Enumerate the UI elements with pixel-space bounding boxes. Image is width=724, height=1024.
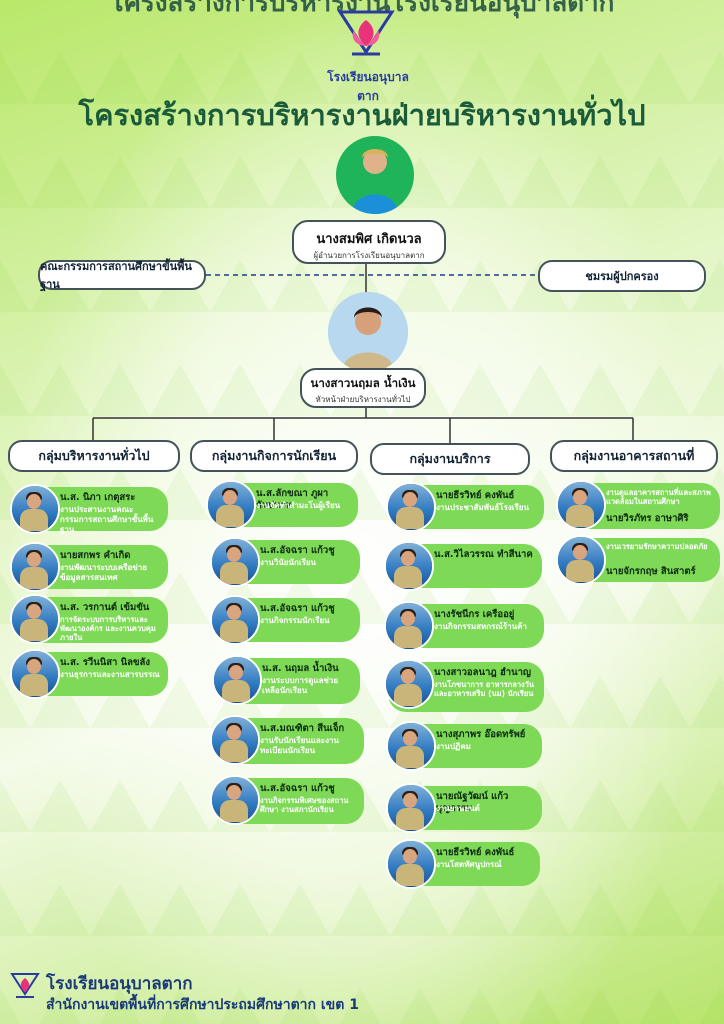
director-position: ผู้อำนวยการโรงเรียนอนุบาลตาก	[313, 251, 425, 260]
member-duty: งานวินัยนักเรียน	[260, 558, 317, 567]
member-duty: งานกิจกรรมพิเศษของสถานศึกษา งานสภานักเรี…	[260, 796, 349, 814]
group-services: กลุ่มงานบริการ	[370, 443, 530, 475]
member-name: นายวิรภัทร อาษาศิริ	[606, 513, 689, 524]
member-photo	[212, 655, 262, 705]
member-photo	[210, 775, 260, 825]
member-card: น.ส.วิไลวรรณ ทำสีนาค	[384, 541, 542, 591]
member-card: นายธีรวิทย์ คงพันธ์ งานโสตทัศนูปกรณ์	[386, 839, 540, 889]
member-name: น.ส. นิภา เกตุสระ	[60, 492, 136, 503]
member-photo	[386, 482, 436, 532]
member-name: น.ส.มณฑิตา สีนเจ็ก	[260, 723, 345, 734]
director-box: นางสมพิศ เกิดนวล ผู้อำนวยการโรงเรียนอนุบ…	[292, 220, 446, 264]
member-photo	[386, 839, 436, 889]
head-box: นางสาวนฤมล น้ำเงิน หัวหน้าฝ่ายบริหารงานท…	[300, 368, 426, 408]
school-logo-icon	[337, 10, 395, 56]
member-name: น.ส.ลักขณา ภูผากัมปนาท	[256, 488, 329, 511]
member-duty: งานจัดทำสำมะโนผู้เรียน	[256, 501, 341, 510]
member-name: นายธีรวิทย์ คงพันธ์	[436, 490, 515, 501]
group-student-affairs: กลุ่มงานกิจการนักเรียน	[190, 440, 358, 472]
member-name: นายณัฐวัฒน์ แก้วบุญธรรม	[436, 791, 509, 814]
footer-logo-icon	[10, 973, 40, 998]
member-duty: งานกิจกรรมนักเรียน	[260, 616, 330, 625]
member-duty: งานประชาสัมพันธ์โรงเรียน	[436, 503, 529, 512]
member-duty: งานโสตทัศนูปกรณ์	[436, 860, 502, 869]
member-card: น.ส.อัจฉรา แก้วชู งานวินัยนักเรียน	[210, 537, 360, 587]
member-photo	[556, 480, 606, 530]
committee-right: ชมรมผู้ปกครอง	[538, 260, 706, 292]
member-duty: งานรับนักเรียนและงานทะเบียนนักเรียน	[260, 736, 339, 755]
footer-office-name: สำนักงานเขตพื้นที่การศึกษาประถมศึกษาตาก …	[46, 997, 359, 1013]
member-card: นางรัชนีกร เครืออยู่ งานกิจกรรมสหกรณ์ร้า…	[384, 601, 544, 651]
member-photo	[210, 537, 260, 587]
logo-text: โรงเรียนอนุบาลตาก	[327, 70, 409, 103]
member-card: น.ส. นิภา เกตุสระ งานประสานงานคณะกรรมการ…	[10, 484, 168, 534]
member-card: น.ส. วรกานต์ เข้มขัน การจัดระบบการบริหาร…	[10, 594, 168, 644]
member-duty: งานเวรยามรักษาความปลอดภัย	[606, 542, 708, 551]
member-card: นายณัฐวัฒน์ แก้วบุญธรรม งานยานยนต์	[386, 783, 542, 833]
member-duty: การจัดระบบการบริหารและพัฒนาองค์กร และงาน…	[60, 615, 156, 642]
member-name: น.ส. วรกานต์ เข้มขัน	[60, 602, 150, 613]
group-buildings: กลุ่มงานอาคารสถานที่	[550, 440, 718, 472]
member-card: น.ส.อัจฉรา แก้วชู งานกิจกรรมนักเรียน	[210, 595, 360, 645]
head-name: นางสาวนฤมล น้ำเงิน	[310, 376, 416, 390]
member-card: น.ส.ลักขณา ภูผากัมปนาท งานจัดทำสำมะโนผู้…	[206, 480, 358, 530]
member-photo	[384, 659, 434, 709]
member-card: น.ส. รวีนนิสา นิลขลัง งานธุรการและงานสาร…	[10, 649, 168, 699]
member-photo	[210, 595, 260, 645]
member-photo	[10, 484, 60, 534]
committee-left: คณะกรรมการสถานศึกษาขั้นพื้นฐาน	[38, 260, 206, 291]
member-name: น.ส. รวีนนิสา นิลขลัง	[60, 657, 150, 668]
member-card: นายสกพร คำเกิด งานพัฒนาระบบเครือข่ายข้อม…	[10, 542, 168, 592]
group-general-admin: กลุ่มบริหารงานทั่วไป	[8, 440, 180, 472]
member-name: น.ส. นฤมล น้ำเงิน	[262, 663, 339, 674]
member-duty: งานโภชนาการ อาหารกลางวัน และอาหารเสริม (…	[434, 680, 535, 698]
member-name: นายจักรกฤษ สินสาตร์	[606, 566, 696, 577]
member-card: น.ส.อัจฉรา แก้วชู งานกิจกรรมพิเศษของสถาน…	[210, 775, 364, 825]
member-name: นายสกพร คำเกิด	[60, 550, 131, 561]
member-photo	[206, 480, 256, 530]
member-duty: งานปฏิคม	[436, 742, 471, 751]
member-name: น.ส.วิไลวรรณ ทำสีนาค	[434, 549, 533, 560]
member-card: นายธีรวิทย์ คงพันธ์ งานประชาสัมพันธ์โรงเ…	[386, 482, 544, 532]
member-name: น.ส.อัจฉรา แก้วชู	[260, 603, 335, 614]
member-duty: งานประสานงานคณะกรรมการสถานศึกษาขั้นพื้นฐ…	[60, 505, 154, 534]
member-duty: งานกิจกรรมสหกรณ์ร้านค้า	[434, 622, 527, 631]
head-photo	[328, 292, 408, 372]
member-duty: งานดูแลอาคารสถานที่และสภาพแวดล้อมในสถานศ…	[606, 488, 711, 506]
director-photo	[336, 136, 414, 214]
member-name: น.ส.อัจฉรา แก้วชู	[260, 783, 335, 794]
member-photo	[386, 783, 436, 833]
member-photo	[10, 594, 60, 644]
head-position: หัวหน้าฝ่ายบริหารงานทั่วไป	[315, 395, 411, 404]
member-photo	[10, 649, 60, 699]
member-name: น.ส.อัจฉรา แก้วชู	[260, 545, 335, 556]
member-photo	[384, 601, 434, 651]
top-title: โครงสร้างการบริหารงานโรงเรียนอนุบาลตาก	[109, 0, 615, 18]
member-duty: งานธุรการและงานสารบรรณ	[60, 670, 160, 679]
member-name: นางสาวอลนาฎ ฮำนาญ	[434, 667, 532, 678]
member-duty: งานพัฒนาระบบเครือข่ายข้อมูลสารสนเทศ	[60, 563, 147, 582]
member-name: นางรัชนีกร เครืออยู่	[434, 609, 515, 620]
member-card: นางสาวอลนาฎ ฮำนาญ งานโภชนาการ อาหารกลางว…	[384, 659, 544, 712]
member-name: นายธีรวิทย์ คงพันธ์	[436, 847, 515, 858]
member-card: นางสุภาพร อ๊อดทรัพย์ งานปฏิคม	[386, 721, 542, 771]
member-card: น.ส. นฤมล น้ำเงิน งานระบบการดูแลช่วยเหลื…	[212, 655, 360, 705]
member-card: งานเวรยามรักษาความปลอดภัย นายจักรกฤษ สิน…	[556, 535, 720, 585]
member-photo	[210, 715, 260, 765]
member-duty: งานยานยนต์	[436, 804, 480, 813]
footer-school-name: โรงเรียนอนุบาลตาก	[46, 974, 193, 994]
member-card: น.ส.มณฑิตา สีนเจ็ก งานรับนักเรียนและงานท…	[210, 715, 364, 765]
member-name: นางสุภาพร อ๊อดทรัพย์	[436, 729, 526, 740]
member-duty: งานระบบการดูแลช่วยเหลือนักเรียน	[262, 676, 339, 695]
member-photo	[386, 721, 436, 771]
person-icon	[328, 292, 408, 372]
person-icon	[352, 149, 398, 214]
director-name: นางสมพิศ เกิดนวล	[316, 232, 422, 247]
member-photo	[384, 541, 434, 591]
member-photo	[556, 535, 606, 585]
member-card: งานดูแลอาคารสถานที่และสภาพแวดล้อมในสถานศ…	[556, 480, 720, 530]
member-photo	[10, 542, 60, 592]
page-title: โครงสร้างการบริหารงานฝ่ายบริหารงานทั่วไป	[78, 98, 646, 132]
